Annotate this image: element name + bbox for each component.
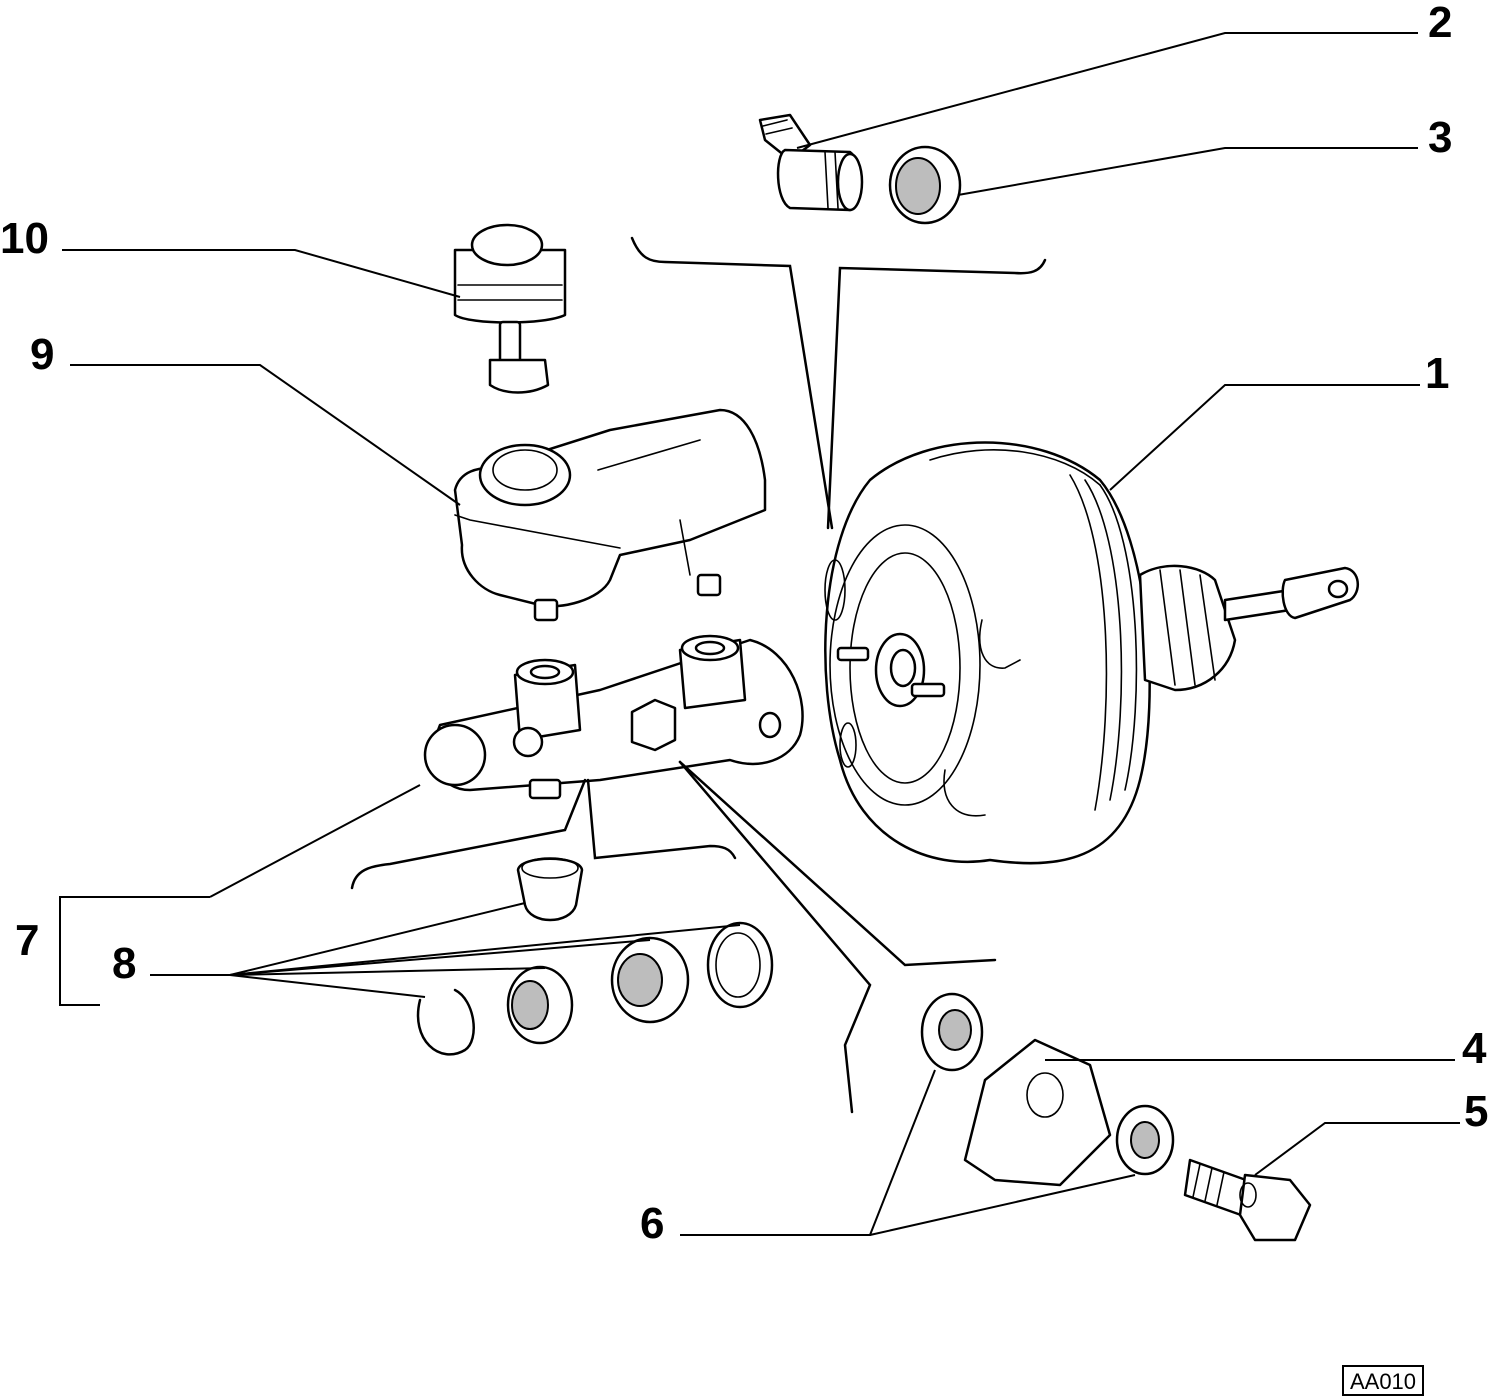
reference-code-box [1342, 1365, 1424, 1396]
callout-2: 2 [1428, 0, 1452, 47]
leader-2 [796, 32, 1418, 149]
callout-5: 5 [1464, 1087, 1488, 1136]
callout-9: 9 [30, 330, 54, 379]
callout-1: 1 [1425, 349, 1449, 398]
leader-6a [680, 1069, 936, 1236]
fluid-reservoir [453, 408, 767, 622]
callout-6: 6 [640, 1199, 664, 1248]
brake-servo [824, 441, 1359, 865]
callout-4: 4 [1462, 1024, 1487, 1073]
reservoir-cap [453, 223, 567, 394]
valve-parts [920, 992, 1312, 1242]
leader-8b [229, 924, 741, 976]
callout-8: 8 [112, 939, 136, 988]
seal-kit [416, 857, 774, 1056]
callout-3: 3 [1428, 113, 1452, 162]
leader-8c [229, 939, 651, 976]
leader-3 [957, 147, 1418, 196]
grommet [888, 145, 962, 225]
reference-code: AA010 [1350, 1369, 1416, 1394]
leader-9 [70, 364, 461, 506]
bracket-7 [59, 896, 210, 1006]
leader-5 [1254, 1122, 1460, 1176]
callout-10: 10 [0, 214, 49, 263]
callout-7: 7 [15, 916, 39, 965]
master-cylinder [423, 634, 804, 800]
leader-7 [209, 784, 421, 898]
leader-10 [62, 249, 461, 298]
leader-6b [869, 1174, 1136, 1236]
leader-8d [229, 967, 546, 976]
vacuum-fitting [758, 113, 864, 212]
leader-8e [229, 974, 426, 998]
leader-1 [1109, 384, 1420, 491]
